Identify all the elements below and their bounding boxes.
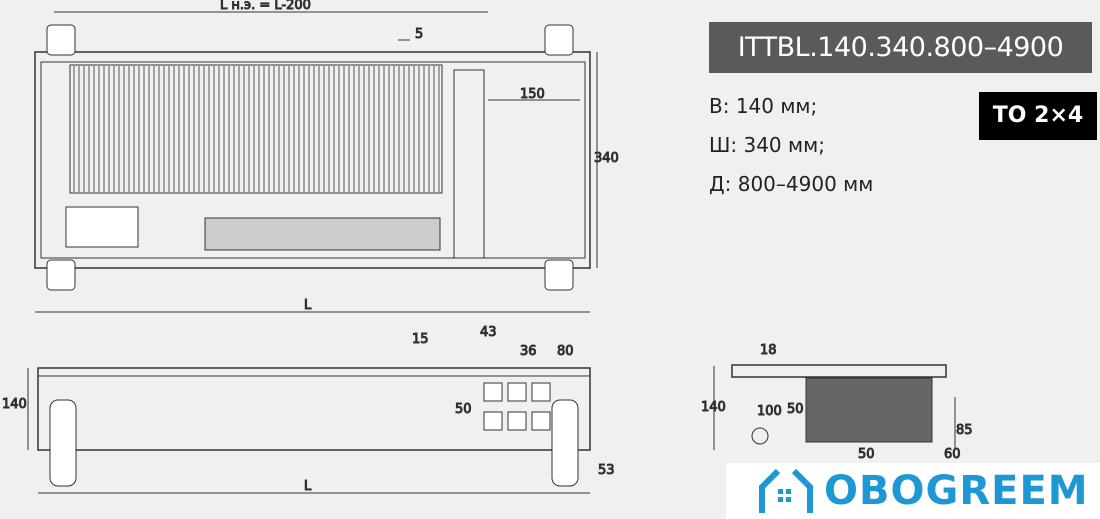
dim-85: 85 — [956, 423, 973, 438]
dim-side-50: 50 — [787, 402, 804, 417]
dim-front-L: L — [304, 479, 312, 494]
mounting-brackets — [46, 24, 574, 291]
dim-340: 340 — [594, 151, 619, 166]
dim-100: 100 — [757, 404, 782, 419]
dim-150: 150 — [520, 87, 545, 102]
house-icon — [759, 468, 813, 513]
length-spec: Д: 800–4900 мм — [709, 172, 874, 196]
dim-5: 5 — [415, 27, 423, 42]
dim-43: 43 — [480, 325, 497, 340]
model-title: ITTBL.140.340.800–4900 — [709, 22, 1092, 73]
heat-exchanger-fins — [73, 66, 440, 192]
dim-side-140: 140 — [701, 400, 726, 415]
dim-front-140: 140 — [2, 397, 27, 412]
dim-60: 60 — [944, 447, 961, 462]
logo-text: OBOGREEM — [824, 468, 1089, 514]
dim-36: 36 — [520, 344, 537, 359]
height-spec: В: 140 мм; — [709, 94, 818, 118]
dim-top-L: L — [304, 298, 312, 313]
dim-front-50: 50 — [455, 402, 472, 417]
dim-side-50b: 50 — [858, 447, 875, 462]
dim-18: 18 — [760, 343, 777, 358]
dim-80: 80 — [557, 344, 574, 359]
width-spec: Ш: 340 мм; — [709, 133, 825, 157]
dim-53: 53 — [598, 463, 615, 478]
dim-heater-length: L н.э. = L-200 — [220, 0, 311, 13]
brand-logo: OBOGREEM — [726, 463, 1100, 519]
heat-exchanger-badge: TO 2×4 — [979, 92, 1097, 140]
dim-15: 15 — [412, 332, 429, 347]
front-view — [27, 367, 591, 494]
side-view — [713, 364, 956, 450]
top-view — [34, 11, 598, 313]
